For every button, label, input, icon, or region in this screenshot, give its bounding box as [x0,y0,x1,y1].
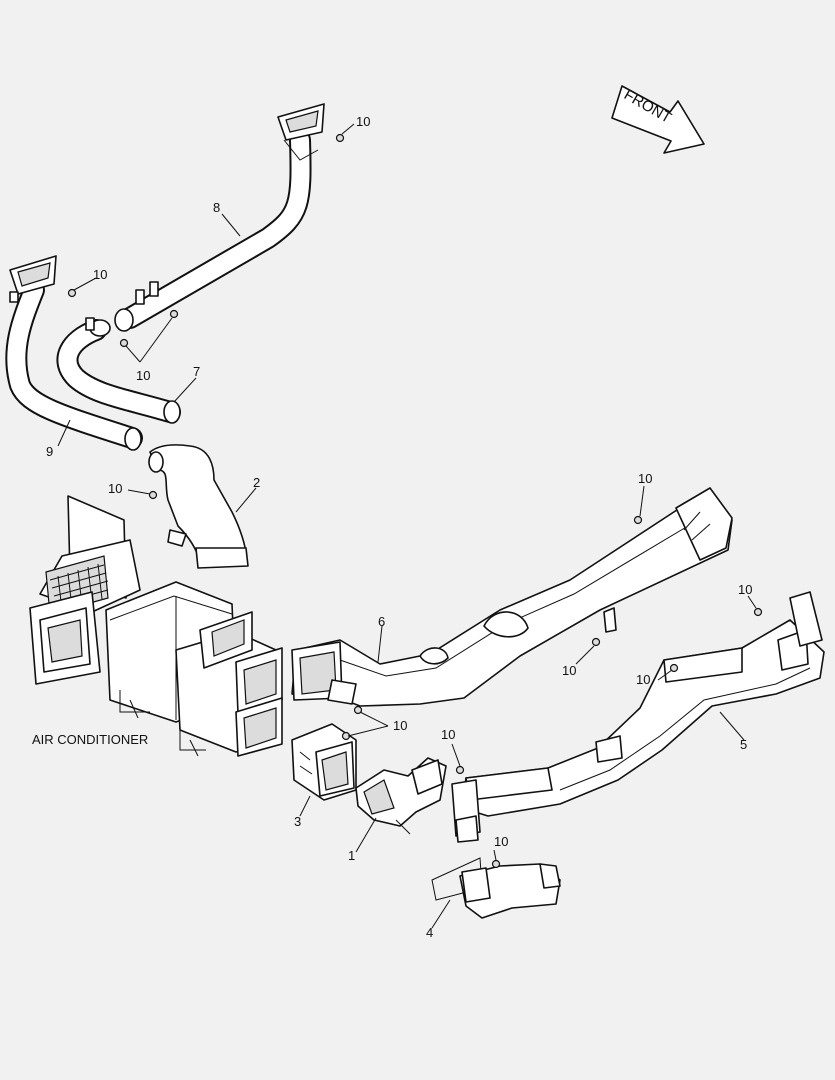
callout-3: 3 [294,814,301,829]
duct-2 [148,444,249,569]
hose-7 [56,317,181,424]
screw-icon [119,338,129,348]
callout-1: 1 [348,848,355,863]
callout-10-c: 10 [136,368,150,383]
screw-icon [335,133,345,143]
callout-10-i: 10 [393,718,407,733]
callout-6: 6 [378,614,385,629]
duct-3 [291,723,357,801]
screw-icon [633,515,643,525]
callout-10-f: 10 [738,582,752,597]
callout-10-b: 10 [93,267,107,282]
callout-4: 4 [426,925,433,940]
callout-10-k: 10 [494,834,508,849]
callout-labels: 8 7 9 2 6 5 3 1 4 10 10 10 10 10 10 10 1… [46,114,752,940]
screw-icon [169,309,179,319]
callout-10-g: 10 [562,663,576,678]
screw-icon [591,637,601,647]
callout-2: 2 [253,475,260,490]
air-conditioner-unit [29,495,283,757]
hose-8 [114,103,325,332]
duct-4 [431,857,561,919]
callout-7: 7 [193,364,200,379]
callout-10-h: 10 [636,672,650,687]
callout-10-e: 10 [638,471,652,486]
front-direction-arrow: FRONT [611,85,705,154]
screw-icon [67,288,77,298]
screw-icon [753,607,763,617]
leader-lines [57,123,757,929]
callout-8: 8 [213,200,220,215]
callout-10-a: 10 [356,114,370,129]
ac-grille [49,563,109,611]
air-conditioner-label: AIR CONDITIONER [32,732,148,747]
screw-icon [353,705,363,715]
screw-markers [67,133,763,869]
duct-1 [355,757,447,835]
duct-6 [291,487,733,707]
callout-5: 5 [740,737,747,752]
hose-9 [5,255,143,451]
duct-5 [451,591,825,843]
screw-icon [148,490,158,500]
callout-9: 9 [46,444,53,459]
screw-icon [491,859,501,869]
screw-icon [455,765,465,775]
callout-10-d: 10 [108,481,122,496]
screw-icon [669,663,679,673]
callout-10-j: 10 [441,727,455,742]
